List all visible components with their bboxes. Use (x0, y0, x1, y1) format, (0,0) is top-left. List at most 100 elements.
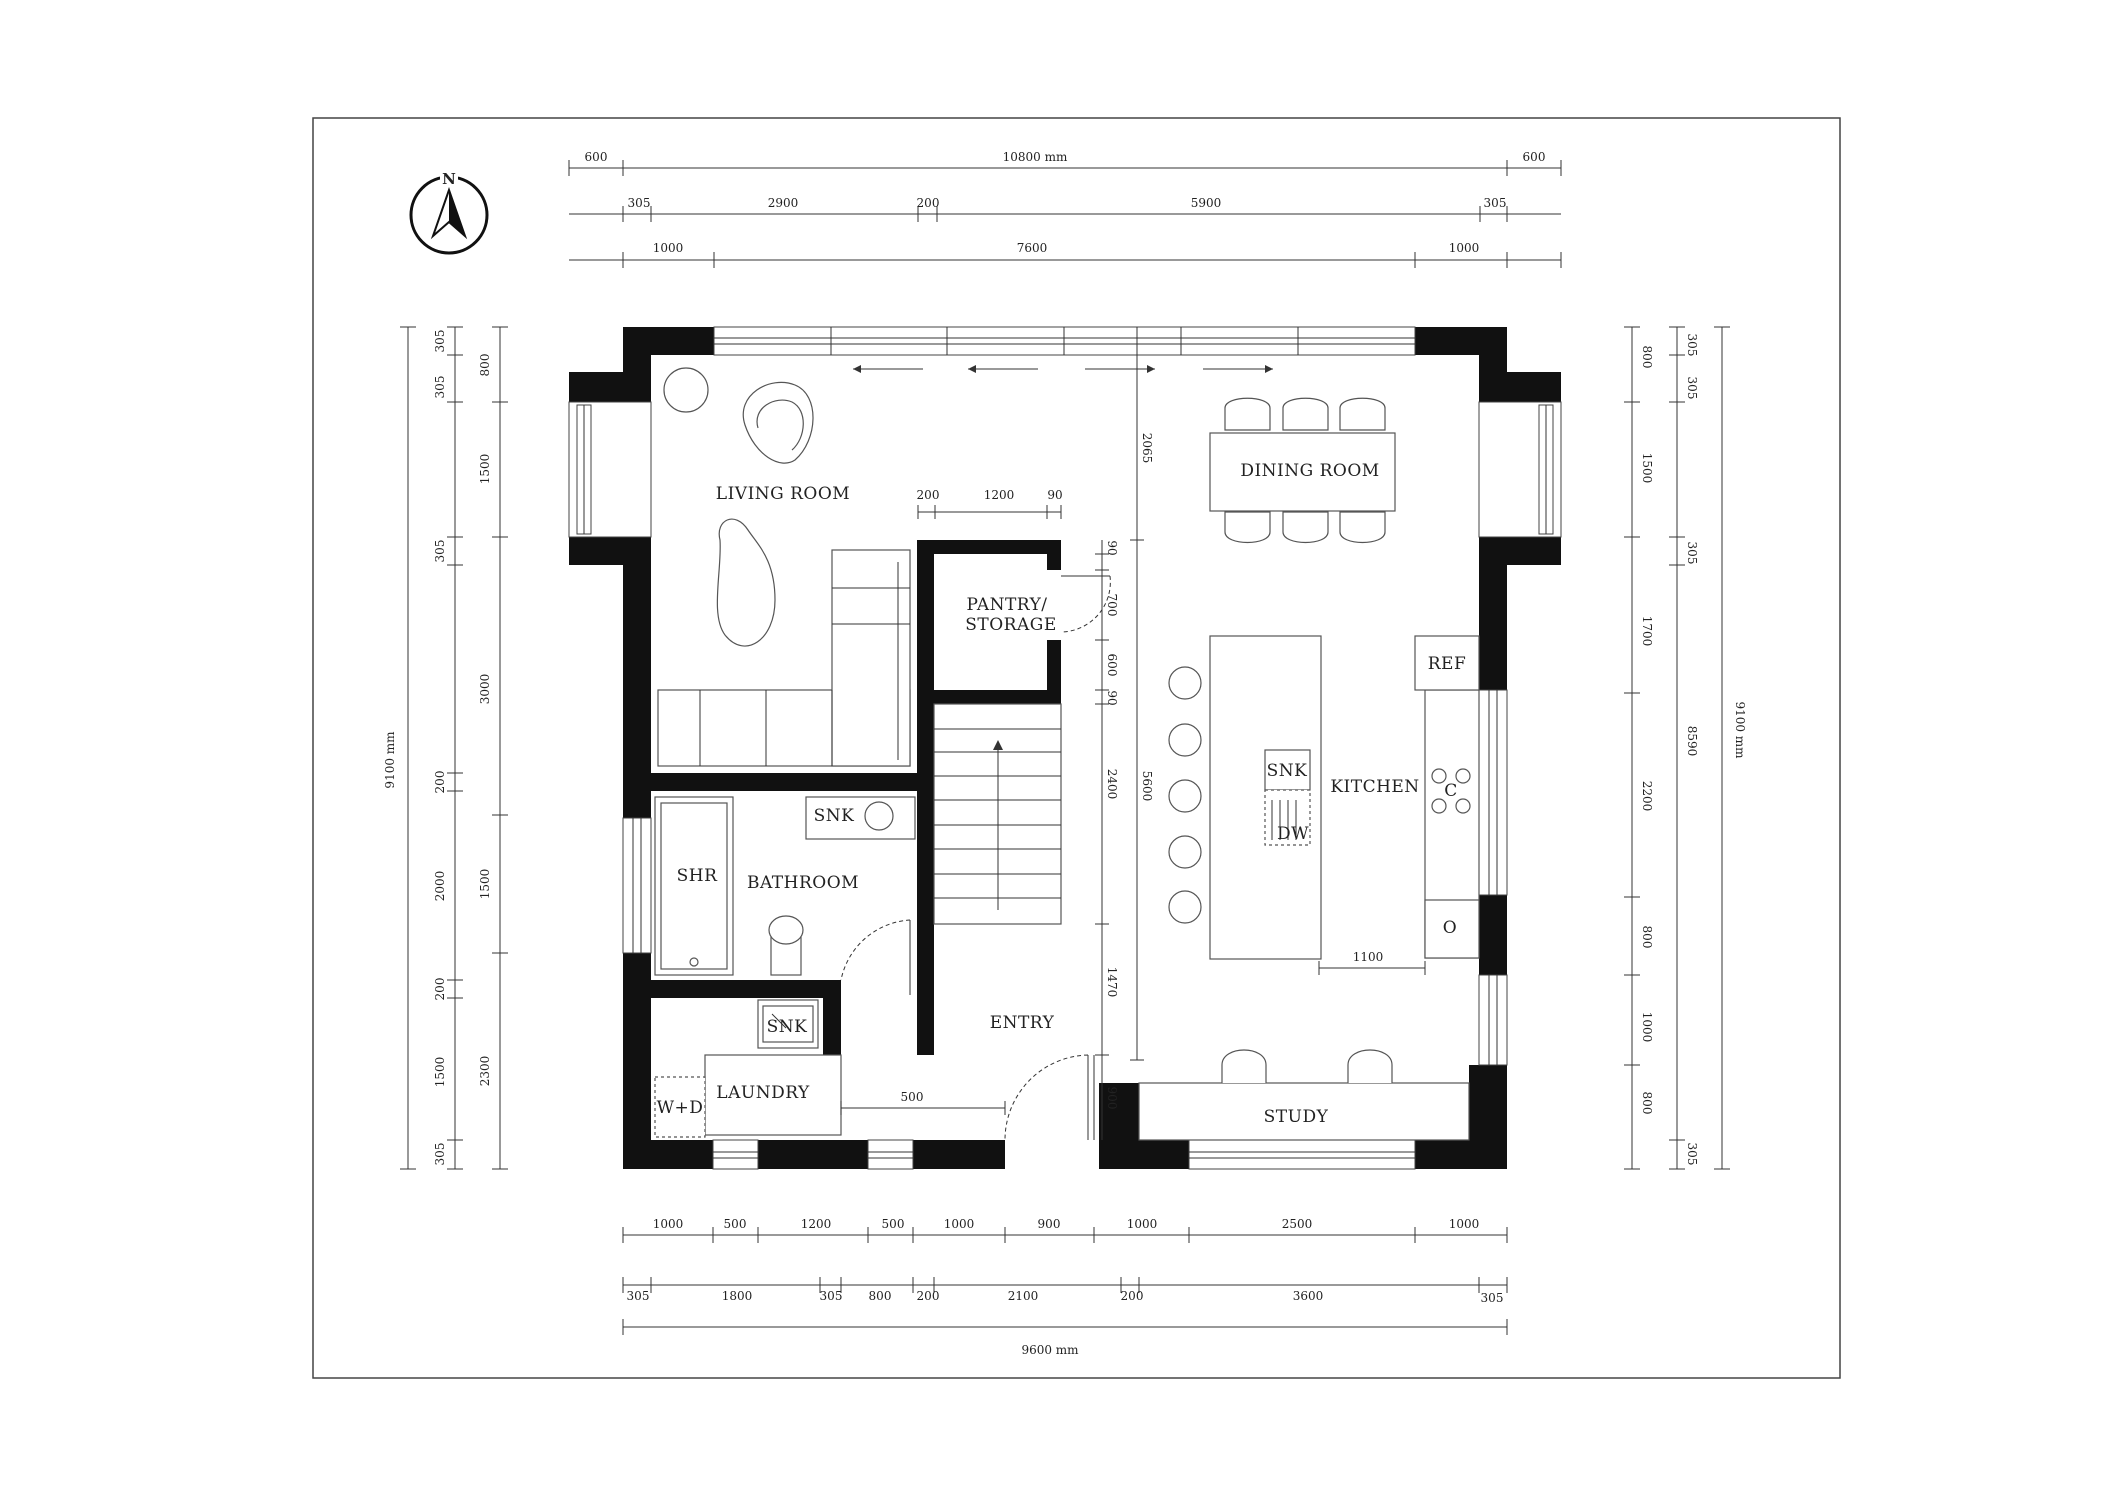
dim-left-inner-6: 1500 (433, 1057, 447, 1088)
dim-top-2-0: 305 (628, 196, 651, 210)
dim-top-1-2: 600 (1523, 150, 1546, 164)
dim-right-inner-3: 2200 (1640, 781, 1654, 812)
north-arrow-icon: N (409, 168, 489, 255)
dim-bot-1-0: 1000 (653, 1217, 684, 1231)
dims-top: 600 10800 mm 600 305 2900 200 5900 305 1… (568, 150, 1562, 268)
dim-bot-1-6: 1000 (1127, 1217, 1158, 1231)
dim-hall-6: 900 (1105, 1087, 1119, 1110)
dim-top-2-4: 305 (1484, 196, 1507, 210)
dim-bot-1-3: 500 (882, 1217, 905, 1231)
dim-entry: 500 (901, 1090, 924, 1104)
dim-right-inner-5: 1000 (1640, 1012, 1654, 1043)
dims-right: 800 1500 1700 2200 800 1000 800 305 305 … (1624, 326, 1747, 1170)
windows (568, 326, 1562, 1170)
label-washer-dryer: W+D (657, 1098, 704, 1118)
dim-left-outer-0: 800 (478, 354, 492, 377)
dim-right-mid-1: 305 (1685, 377, 1699, 400)
dim-left-outer-2: 3000 (478, 674, 492, 705)
dim-bot-2-8: 305 (1481, 1291, 1504, 1305)
dim-right-mid-2: 305 (1685, 542, 1699, 565)
dim-top-3-2: 1000 (1449, 241, 1480, 255)
dim-right-inner-1: 1500 (1640, 453, 1654, 484)
label-kitchen: KITCHEN (1330, 777, 1419, 797)
label-pantry-2: STORAGE (965, 615, 1057, 635)
label-oven: O (1443, 918, 1457, 938)
dim-bot-2-0: 305 (627, 1289, 650, 1303)
dim-right-inner-6: 800 (1640, 1092, 1654, 1115)
dim-top-3-1: 7600 (1017, 241, 1048, 255)
room-labels: LIVING ROOM DINING ROOM PANTRY/ STORAGE … (657, 461, 1467, 1127)
dim-left-inner-4: 2000 (433, 871, 447, 902)
north-label: N (442, 170, 456, 188)
sheet-border (312, 117, 1841, 1379)
dim-right-mid-0: 305 (1685, 334, 1699, 357)
label-entry: ENTRY (990, 1013, 1055, 1033)
dim-bot-1-8: 1000 (1449, 1217, 1480, 1231)
dim-bot-total: 9600 mm (1021, 1343, 1079, 1357)
furniture (654, 367, 1480, 1141)
dim-top-1-0: 600 (585, 150, 608, 164)
dim-bot-2-3: 800 (869, 1289, 892, 1303)
dim-right-mid-3: 8590 (1685, 726, 1699, 757)
dim-hall-4: 2400 (1105, 769, 1119, 800)
dim-stair-1: 1200 (984, 488, 1015, 502)
dim-kitchen-0: 2065 (1140, 433, 1154, 464)
dims-interior: 200 1200 90 90 700 600 90 2400 1470 900 … (840, 327, 1426, 1140)
dim-top-1-1: 10800 mm (1003, 150, 1068, 164)
dim-left-outer-3: 1500 (478, 869, 492, 900)
dim-hall-5: 1470 (1105, 967, 1119, 998)
dim-hall-3: 90 (1105, 690, 1119, 705)
dims-left: 9100 mm 305 305 305 200 2000 200 1500 30… (383, 326, 508, 1170)
label-shower: SHR (677, 866, 718, 886)
label-dining-room: DINING ROOM (1240, 461, 1379, 481)
dim-bot-2-4: 200 (917, 1289, 940, 1303)
dim-bot-2-2: 305 (820, 1289, 843, 1303)
dim-bot-2-7: 3600 (1293, 1289, 1324, 1303)
dim-bot-2-1: 1800 (722, 1289, 753, 1303)
label-sink-laundry: SNK (767, 1017, 808, 1037)
dim-left-inner-7: 305 (433, 1143, 447, 1166)
dim-bot-1-4: 1000 (944, 1217, 975, 1231)
dim-left-inner-1: 305 (433, 376, 447, 399)
dim-bot-1-1: 500 (724, 1217, 747, 1231)
dim-left-outer-4: 2300 (478, 1056, 492, 1087)
dim-hall-2: 600 (1105, 654, 1119, 677)
dim-bot-1-2: 1200 (801, 1217, 832, 1231)
label-sink-kitchen: SNK (1267, 761, 1308, 781)
dim-bot-2-5: 2100 (1008, 1289, 1039, 1303)
dim-left-total: 9100 mm (383, 731, 397, 789)
dim-bot-1-7: 2500 (1282, 1217, 1313, 1231)
label-study: STUDY (1264, 1107, 1329, 1127)
dim-top-2-3: 5900 (1191, 196, 1222, 210)
dim-hall-0: 90 (1105, 540, 1119, 555)
dims-bottom: 1000 500 1200 500 1000 900 1000 2500 100… (622, 1217, 1508, 1357)
dim-kitchen-1: 5600 (1140, 771, 1154, 802)
dim-right-inner-4: 800 (1640, 926, 1654, 949)
dim-left-inner-5: 200 (433, 978, 447, 1001)
dim-stair-0: 200 (917, 488, 940, 502)
label-bathroom: BATHROOM (747, 873, 859, 893)
label-living-room: LIVING ROOM (716, 484, 850, 504)
dim-stair-2: 90 (1047, 488, 1062, 502)
dim-right-total: 9100 mm (1733, 701, 1747, 759)
label-refrigerator: REF (1428, 654, 1467, 674)
dim-top-2-1: 2900 (768, 196, 799, 210)
dim-right-inner-2: 1700 (1640, 616, 1654, 647)
label-cooktop: C (1444, 781, 1458, 801)
dim-left-inner-0: 305 (433, 330, 447, 353)
label-dishwasher: DW (1277, 824, 1309, 844)
dim-bot-1-5: 900 (1038, 1217, 1061, 1231)
dim-island: 1100 (1353, 950, 1384, 964)
dim-right-mid-4: 305 (1685, 1143, 1699, 1166)
label-pantry-1: PANTRY/ (966, 595, 1047, 615)
dim-bot-2-6: 200 (1121, 1289, 1144, 1303)
dim-left-inner-2: 305 (433, 540, 447, 563)
label-laundry: LAUNDRY (716, 1083, 810, 1103)
dim-left-inner-3: 200 (433, 771, 447, 794)
dim-top-2-2: 200 (917, 196, 940, 210)
dim-hall-1: 700 (1105, 594, 1119, 617)
dim-top-3-0: 1000 (653, 241, 684, 255)
label-sink-bath: SNK (814, 806, 855, 826)
dim-left-outer-1: 1500 (478, 454, 492, 485)
